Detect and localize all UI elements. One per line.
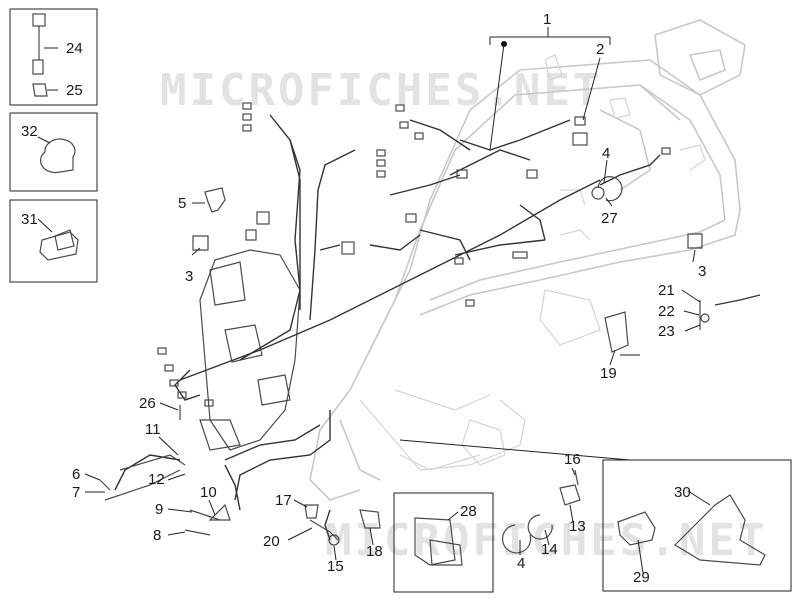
bracket-19-part — [604, 311, 629, 353]
callout-4-top: 4 — [602, 145, 610, 162]
clip-3-right-part — [687, 233, 703, 249]
callout-23: 23 — [658, 323, 675, 340]
callout-labels: 1 2 3 3 4 4 5 6 7 8 9 10 11 12 13 14 15 … — [21, 11, 706, 586]
chassis-frame — [309, 19, 746, 501]
callout-32: 32 — [21, 123, 38, 140]
screw-17-part — [304, 504, 319, 519]
wire-12-part — [104, 469, 181, 501]
clip-3-left-part — [192, 235, 209, 251]
callout-6: 6 — [72, 466, 80, 483]
strap-4-top-part — [597, 176, 623, 202]
watermark-bottom: MICROFICHES.NET — [325, 515, 767, 566]
screw-16-part — [574, 469, 579, 486]
callout-31: 31 — [21, 211, 38, 228]
grommet-5-part — [204, 187, 226, 213]
screw-6-part — [99, 479, 111, 491]
watermark-top: MICROFICHES.NET — [160, 65, 602, 116]
screw-9-part — [189, 509, 221, 521]
callout-4-bottom: 4 — [517, 555, 525, 572]
callout-14: 14 — [541, 541, 558, 558]
callout-17: 17 — [275, 492, 292, 509]
callout-25: 25 — [66, 82, 83, 99]
callout-19: 19 — [600, 365, 617, 382]
wiring-harness — [114, 114, 761, 541]
inset-box-31 — [9, 199, 98, 283]
callout-11: 11 — [145, 421, 161, 438]
strap-4-bottom-part — [502, 524, 532, 554]
callout-2: 2 — [596, 41, 604, 58]
callout-28: 28 — [460, 503, 477, 520]
callout-3-right: 3 — [698, 263, 706, 280]
group-bracket-1 — [489, 27, 611, 151]
strap-14-part — [527, 514, 553, 540]
callout-26: 26 — [139, 395, 156, 412]
engine-block — [199, 249, 301, 451]
inset-box-32 — [9, 112, 98, 192]
small-parts — [99, 176, 710, 554]
clip-10-part — [208, 503, 231, 521]
clip-18-part — [359, 509, 381, 529]
callout-15: 15 — [327, 558, 344, 575]
bracket-20-part — [309, 519, 339, 541]
callout-29: 29 — [633, 569, 650, 586]
callout-27: 27 — [601, 210, 618, 227]
inset-box-29-30 — [602, 459, 792, 592]
callout-10: 10 — [200, 484, 217, 501]
callout-3-left: 3 — [185, 268, 193, 285]
inset-box-28 — [393, 492, 494, 593]
callout-13: 13 — [569, 518, 586, 535]
callout-12: 12 — [148, 471, 165, 488]
callout-9: 9 — [155, 501, 163, 518]
callout-5: 5 — [178, 195, 186, 212]
callout-24: 24 — [66, 40, 83, 57]
nut-15-part — [328, 534, 340, 546]
screw-8-part — [184, 529, 211, 536]
callout-22: 22 — [658, 303, 675, 320]
clip-13-part — [559, 484, 581, 506]
callout-8: 8 — [153, 527, 161, 544]
callout-7: 7 — [72, 484, 80, 501]
callout-20: 20 — [263, 533, 280, 550]
callout-16: 16 — [564, 451, 581, 468]
wire-11-part — [119, 454, 186, 471]
callout-18: 18 — [366, 543, 383, 560]
callout-21: 21 — [658, 282, 675, 299]
inset-box-24-25 — [9, 8, 98, 106]
callout-30: 30 — [674, 484, 691, 501]
callout-1: 1 — [543, 11, 551, 28]
leader-lines — [37, 47, 711, 574]
